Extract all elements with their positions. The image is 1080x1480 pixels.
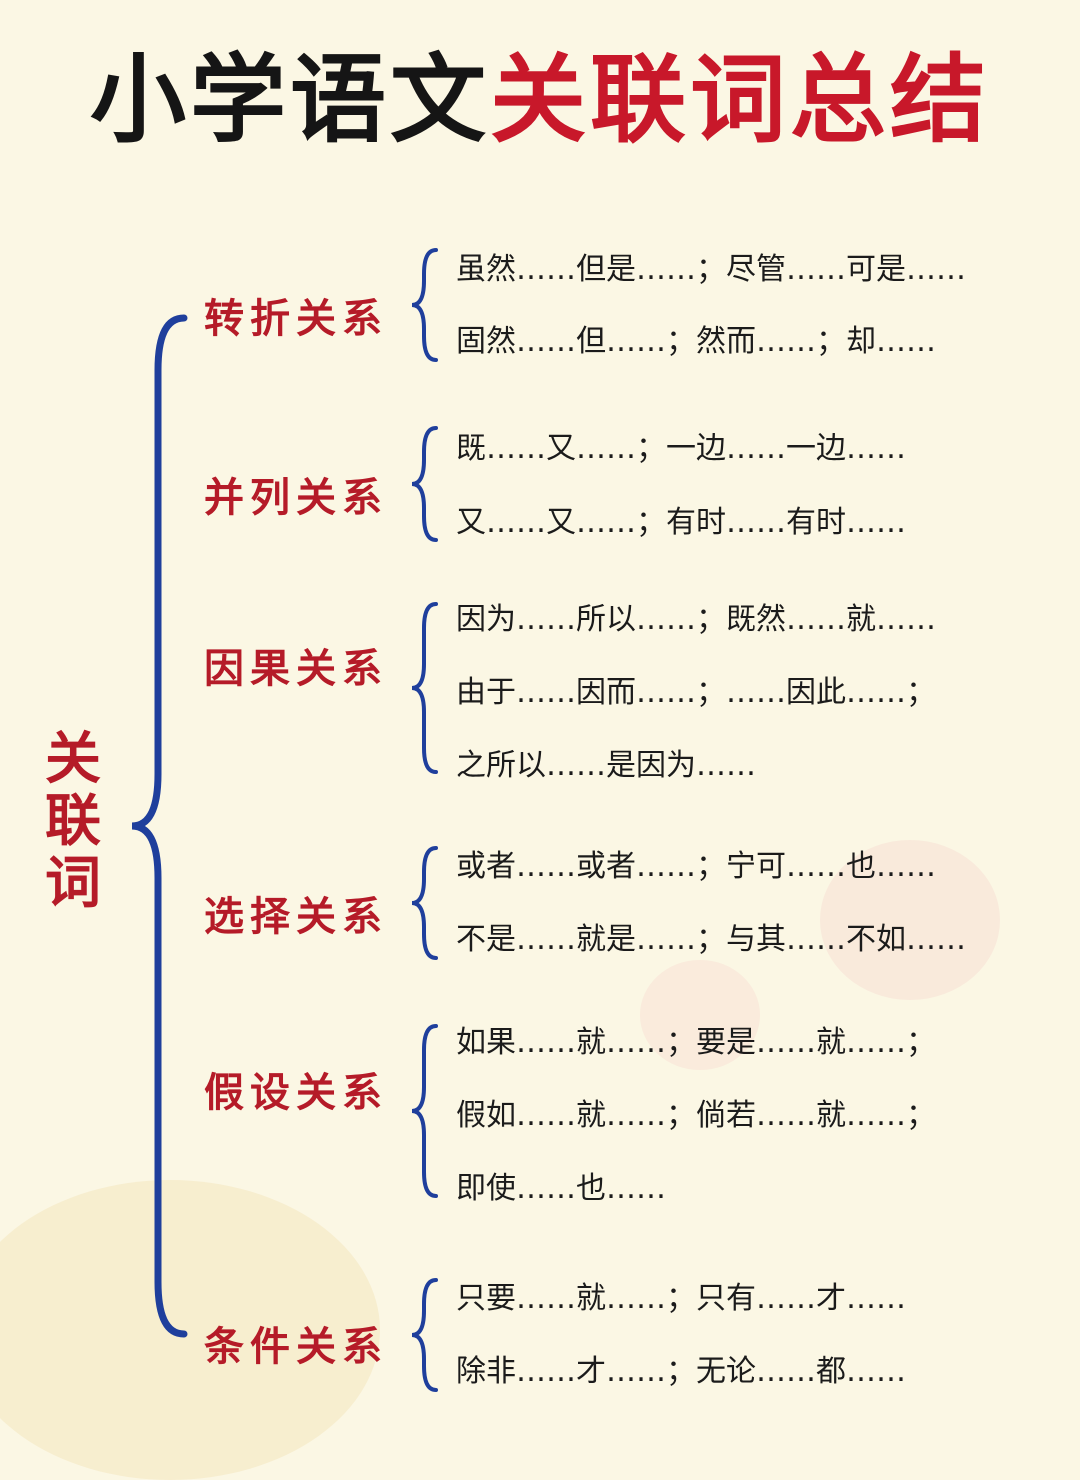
category-brace (411, 1024, 438, 1198)
category-line: 如果……就……；要是……就……； (456, 1025, 936, 1060)
main-brace (131, 314, 188, 1338)
category-line: 或者……或者……；宁可……也…… (456, 849, 936, 884)
category-line: 之所以……是因为…… (456, 748, 756, 783)
category-line: 因为……所以……；既然……就…… (456, 602, 936, 637)
category-line: 即使……也…… (456, 1171, 666, 1206)
category-label-yinguo: 因果关系 (204, 645, 388, 692)
category-line: 固然……但……；然而……；却…… (456, 324, 936, 359)
category-line: 既……又……；一边……一边…… (456, 431, 906, 466)
category-label-jiashe: 假设关系 (204, 1069, 388, 1116)
title-part-2: 关联词总结 (490, 43, 990, 156)
category-line: 由于……因而……；……因此……； (456, 675, 936, 710)
category-brace (411, 1278, 438, 1392)
category-line: 只要……就……；只有……才…… (456, 1281, 906, 1316)
category-line: 又……又……；有时……有时…… (456, 505, 906, 540)
page-title: 小学语文关联词总结 (0, 42, 1080, 157)
root-label: 关联词 (45, 726, 101, 916)
category-line: 虽然……但是……；尽管……可是…… (456, 252, 966, 287)
title-part-1: 小学语文 (90, 43, 490, 156)
category-brace (411, 426, 438, 542)
category-label-tiaojian: 条件关系 (204, 1323, 388, 1370)
category-brace (411, 846, 438, 960)
category-label-xuanze: 选择关系 (204, 893, 388, 940)
category-brace (411, 248, 438, 362)
category-line: 假如……就……；倘若……就……； (456, 1098, 936, 1133)
category-line: 除非……才……；无论……都…… (456, 1354, 906, 1389)
category-label-binglie: 并列关系 (204, 474, 388, 521)
category-brace (411, 602, 438, 774)
category-line: 不是……就是……；与其……不如…… (456, 922, 966, 957)
category-label-zhuanzhe: 转折关系 (204, 295, 388, 342)
